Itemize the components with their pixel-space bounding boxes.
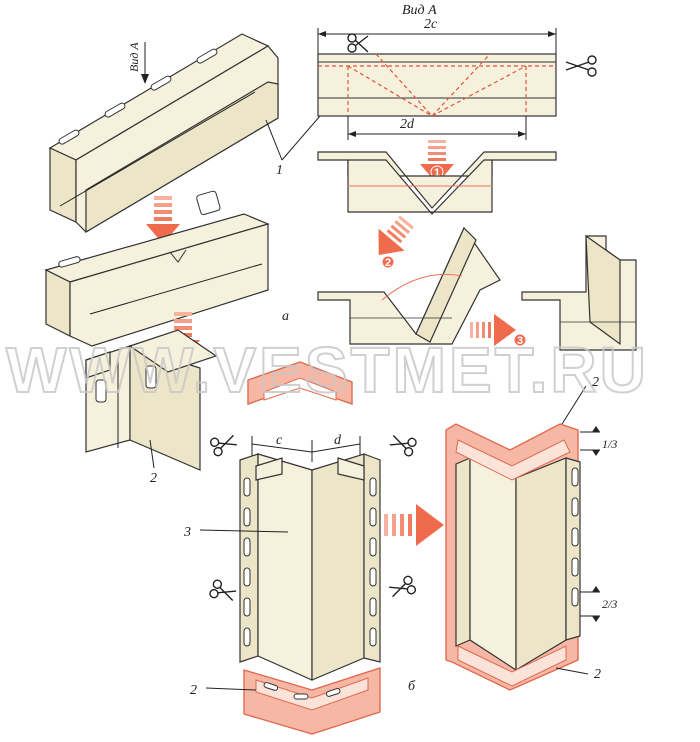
part-2-bottom-leader: 2 <box>190 683 257 698</box>
corner-post-top-cap <box>247 361 353 405</box>
step-1-number: 1 <box>434 167 440 179</box>
fraction-1-3-label: 1/3 <box>602 437 617 451</box>
part-3-label: 3 <box>183 525 191 540</box>
figure-a-label: а <box>282 309 289 324</box>
down-arrow-1 <box>146 196 180 244</box>
flat-strip <box>317 53 557 117</box>
bent-corner-piece: 2 <box>85 329 218 486</box>
step-1-arrow: 1 <box>420 140 454 184</box>
part-2-left-label: 2 <box>150 471 157 486</box>
scissors-icon <box>347 33 369 53</box>
folded-corner <box>521 234 637 351</box>
fraction-2-3-label: 2/3 <box>602 597 617 611</box>
dim-2d: 2d <box>347 116 527 140</box>
scissors-icon <box>565 55 597 77</box>
corner-post-bottom-cap <box>243 667 381 735</box>
dim-c-label: c <box>276 433 283 448</box>
dim-d-label: d <box>334 433 342 448</box>
watermark-text: WWW.VESTMET.RU <box>6 334 649 406</box>
step-3-number: 3 <box>517 335 523 347</box>
fraction-2-3: 2/3 <box>580 586 617 622</box>
scissors-icon <box>389 435 417 457</box>
j-profile-strip <box>48 33 279 234</box>
dim-2d-label: 2d <box>400 117 415 132</box>
v-notched-strip <box>317 151 557 215</box>
view-a-vertical-pointer: Вид А <box>127 42 149 84</box>
part-2-right-top-label: 2 <box>592 375 599 390</box>
right-arrow-large <box>384 504 444 546</box>
view-a-top-label: Вид А <box>402 3 437 18</box>
assembled-corner-post <box>445 423 581 691</box>
scissors-icon <box>209 434 237 457</box>
dim-2c-label: 2c <box>424 17 438 32</box>
dim-c-d: c d <box>251 433 361 462</box>
view-a-vertical-label: Вид А <box>127 42 141 72</box>
notched-j-profile <box>44 190 270 347</box>
dim-2c: 2c <box>317 17 557 58</box>
part-2-bottom-label: 2 <box>190 683 197 698</box>
step-2-arrow: 2 <box>378 215 414 269</box>
part-3-leader: 3 <box>183 525 289 540</box>
part-1-leader: 1 <box>265 115 321 178</box>
figure-b-label: б <box>408 679 416 694</box>
step-2-number: 2 <box>385 257 391 269</box>
part-2-right-bottom-leader: 2 <box>555 667 601 682</box>
scissors-icon <box>209 579 237 601</box>
fraction-1-3: 1/3 <box>580 426 617 456</box>
corner-post-left <box>239 453 381 681</box>
scissors-icon <box>389 575 417 598</box>
folding-corner <box>317 226 501 345</box>
part-2-right-bottom-label: 2 <box>594 667 601 682</box>
step-3-arrow: 3 <box>470 314 527 347</box>
part-1-label: 1 <box>276 163 283 178</box>
